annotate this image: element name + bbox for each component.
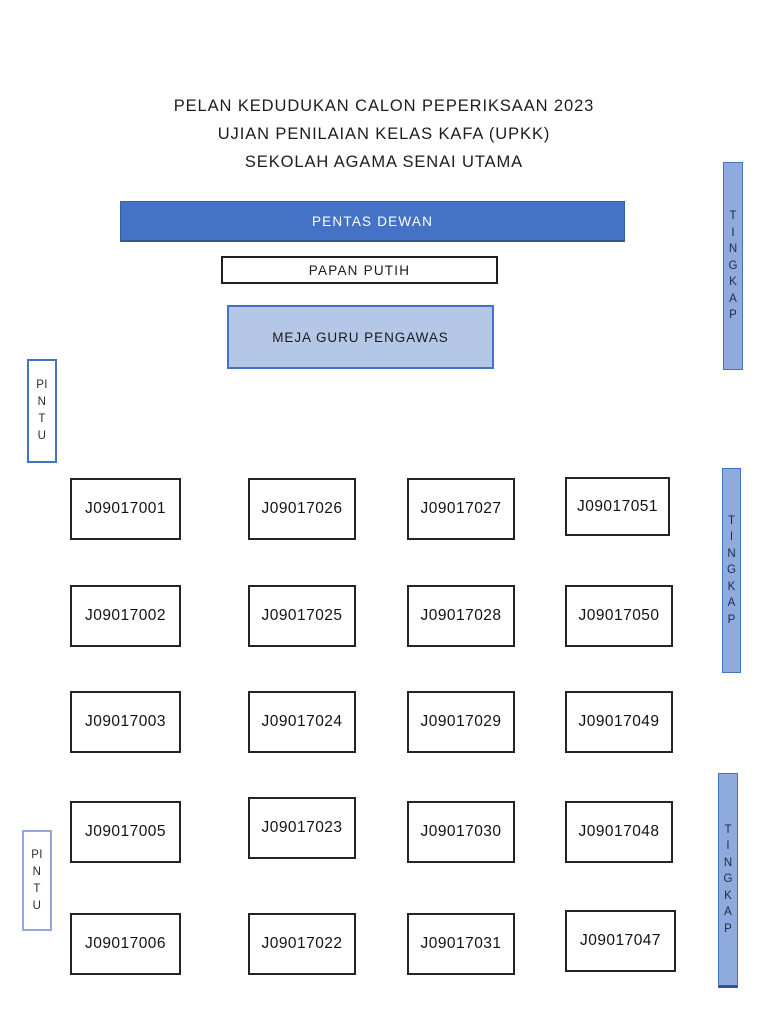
window-label-letter: T [724,823,732,836]
window-bottom-tingkap: T I N G K A P [718,773,738,988]
seat-code: J09017048 [578,823,660,840]
door-label-line: PI [36,379,48,391]
door-label-line: U [37,430,47,442]
window-label-letter: P [724,922,732,935]
seat-code: J09017001 [85,500,166,517]
seat-code: J09017029 [420,713,502,730]
window-label-letter: T [727,514,736,527]
seat-box: J09017002 [70,585,181,647]
teacher-desk-label: MEJA GURU PENGAWAS [272,329,449,345]
door-label-line: T [33,882,41,895]
seat-code: J09017030 [420,823,502,840]
seat-box: J09017049 [565,691,673,753]
window-label-letter: T [729,210,737,223]
teacher-desk-meja-guru-pengawas: MEJA GURU PENGAWAS [227,305,494,369]
seat-code: J09017025 [261,607,343,624]
window-label-letter: P [727,613,736,626]
window-label-letter: N [728,243,738,256]
seat-box: J09017047 [565,910,676,972]
seat-code: J09017024 [261,713,343,730]
seat-code: J09017049 [578,713,660,730]
seat-box: J09017025 [248,585,356,647]
page-title: PELAN KEDUDUKAN CALON PEPERIKSAAN 2023 [173,97,595,115]
seat-box: J09017027 [407,478,515,540]
seat-box: J09017023 [248,797,356,859]
page-subtitle-exam: UJIAN PENILAIAN KELAS KAFA (UPKK) [217,125,551,143]
door-label-line: PI [31,848,43,861]
seat-code: J09017028 [420,607,502,624]
seat-code: J09017031 [420,935,502,952]
seat-box: J09017030 [407,801,515,863]
door-label-line: N [37,396,47,408]
seat-code: J09017005 [85,823,166,840]
window-label-letter: I [729,531,734,544]
seat-box: J09017031 [407,913,515,975]
stage-pentas-dewan: PENTAS DEWAN [120,201,625,242]
seat-box: J09017003 [70,691,181,753]
door-label-line: T [38,413,46,425]
door-bottom-pintu: PI N T U [22,830,52,931]
whiteboard-papan-putih: PAPAN PUTIH [221,256,498,284]
window-label-letter: A [729,292,737,305]
window-label-letter: A [727,597,736,610]
seat-code: J09017026 [261,500,343,517]
stage-label: PENTAS DEWAN [311,213,434,229]
seat-box: J09017029 [407,691,515,753]
seat-box: J09017026 [248,478,356,540]
door-label-line: N [32,865,42,878]
seat-code: J09017002 [85,607,166,624]
window-label-letter: I [726,840,730,853]
window-label-letter: N [723,856,733,869]
seat-box: J09017022 [248,913,356,975]
seat-code: J09017006 [85,935,166,952]
seat-box: J09017005 [70,801,181,863]
window-label-letter: K [727,580,736,593]
window-label-letter: G [727,564,736,577]
door-label-line: U [32,899,42,912]
window-top-tingkap: T I N G K A P [723,162,743,370]
seat-code: J09017051 [577,497,658,515]
seat-box: J09017048 [565,801,673,863]
door-top-pintu: PI N T U [27,359,57,463]
seat-box: J09017050 [565,585,673,647]
seat-box: J09017028 [407,585,515,647]
seat-code: J09017027 [420,500,502,517]
window-label-letter: K [724,889,732,902]
window-label-letter: P [729,309,737,322]
window-label-letter: N [727,547,736,560]
seat-box: J09017006 [70,913,181,975]
seat-box: J09017024 [248,691,356,753]
seat-code: J09017023 [261,819,343,836]
window-middle-tingkap: T I N G K A P [722,468,741,673]
window-label-letter: I [731,226,735,239]
window-label-letter: G [723,873,733,886]
seat-code: J09017022 [261,935,343,952]
window-label-letter: G [728,259,738,272]
seat-code: J09017047 [580,932,661,949]
seat-code: J09017003 [85,713,166,730]
seat-code: J09017050 [578,607,660,624]
page-subtitle-school: SEKOLAH AGAMA SENAI UTAMA [244,153,524,171]
seat-box: J09017051 [565,477,670,536]
seat-box: J09017001 [70,478,181,540]
window-label-letter: K [729,276,737,289]
whiteboard-label: PAPAN PUTIH [308,262,411,278]
window-label-letter: A [724,906,732,919]
